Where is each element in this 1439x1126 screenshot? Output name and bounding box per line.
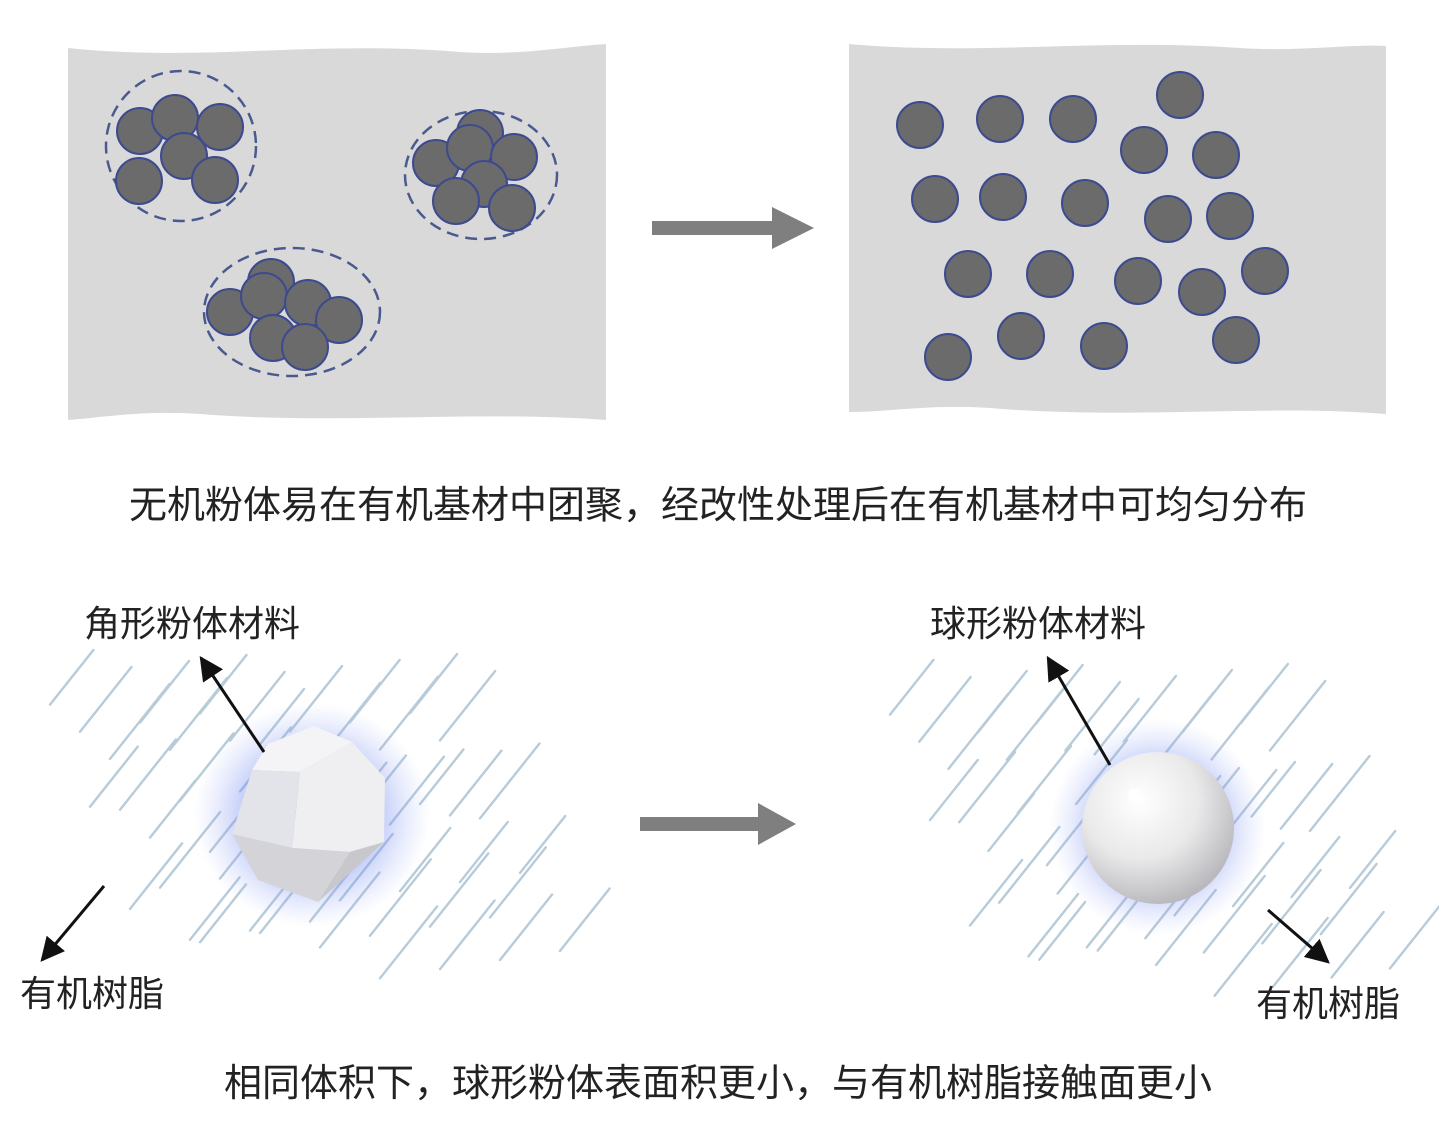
resin-hatch-line [438,669,497,742]
cluster-outline [202,246,382,378]
resin-hatch-line [1038,900,1087,961]
resin-hatch-line [1213,922,1273,997]
sphere-highlight [1128,789,1140,801]
resin-hatch-line [448,749,503,817]
dispersed-particle [1080,322,1128,370]
clustered-particle [315,296,363,344]
clustered-particle [191,156,239,204]
dispersed-particle [1061,179,1109,227]
clustered-particle [115,157,163,205]
resin-hatch-line [428,852,490,928]
dispersed-particle [976,95,1024,143]
dispersed-particle [1241,247,1289,295]
resin-hatch-line [78,665,133,733]
agglomerate-clusters [104,69,559,378]
resin-hatch-line [1268,679,1327,752]
resin-hatch-line [1181,668,1234,734]
resin-hatch-line [498,893,554,962]
angular-label-pointer [199,656,266,753]
resin-hatch-line [378,905,439,980]
resin-hatch-line [1239,662,1290,725]
resin-hatch-line [88,745,139,808]
resin-hatch-line [398,826,452,893]
right-resin-pointer [1267,908,1330,964]
dispersed-particle [997,312,1045,360]
resin-hatch-line [976,669,1028,734]
resin-hatch-line [368,858,432,937]
dispersed-particle [911,175,959,223]
cluster-outline [104,69,258,223]
resin-hatch-line [1261,868,1322,945]
resin-hatch-line [1388,904,1439,970]
spherical-particle [1082,752,1234,904]
dispersed-particle [896,101,944,149]
resin-hatch-line [458,820,509,884]
resin-hatch-line [1319,862,1378,936]
left-resin-label: 有机树脂 [20,974,164,1015]
resin-hatch-line [1231,841,1285,908]
resin-hatch-line [958,750,1017,824]
resin-hatch-line [968,858,1024,927]
resin-hatch-line [918,675,972,743]
dispersed-particle [1178,268,1226,316]
dispersed-particle [1212,316,1260,364]
resin-hatch-line [118,738,178,811]
resin-hatch-line [408,652,459,715]
spherical-label-pointer [1046,655,1112,766]
resin-hatch-line [1064,680,1122,752]
matrix-panel-dispersed [849,44,1386,414]
transform-arrow-top [652,207,814,249]
resin-hatch-line [1027,892,1080,958]
clustered-particle [240,272,288,320]
resin-hatch-line [1330,910,1385,979]
resin-hatch-line [1308,754,1371,833]
resin-hatch-line [558,887,611,953]
spherical-particle-label: 球形粉体材料 [930,604,1146,645]
resin-hatch-line [998,825,1061,904]
top-caption: 无机粉体易在有机基材中团聚，经改性处理后在有机基材中可均匀分布 [129,483,1307,527]
resin-hatch-line [138,659,191,724]
clustered-particle [432,177,480,225]
resin-hatch-line [518,814,567,875]
resin-hatch-line [1290,835,1341,899]
resin-hatch-line [128,842,184,911]
dispersed-particle [944,250,992,298]
clustered-particle [281,323,329,371]
dispersed-particle [979,173,1027,221]
left-resin-pointer [40,885,106,962]
right-resin-label: 有机树脂 [1256,984,1400,1025]
resin-hatch-line [48,648,95,706]
resin-hatch-line [1034,663,1084,725]
clustered-particle [196,103,244,151]
resin-hatch-line [1271,916,1329,988]
resin-hatch-line [438,899,496,971]
dispersed-particle [1156,71,1204,119]
dispersed-particle [1120,126,1168,174]
dispersed-particle [1144,195,1192,243]
clustered-particle [490,133,538,181]
resin-hatch-line [1279,762,1334,830]
resin-hatch-line [1016,744,1073,815]
resin-hatch-line [1202,874,1266,954]
dispersed-particle [1049,95,1097,143]
resin-hatch-line [488,846,547,919]
dispersed-particle [1114,257,1162,305]
resin-hatch-line [198,653,248,715]
resin-hatch-line [478,742,541,820]
dispersed-particle [1192,131,1240,179]
dispersed-particle [1206,192,1254,240]
dispersed-particles [896,71,1289,381]
angular-particle [232,726,385,902]
resin-hatch-line [1348,829,1397,890]
bottom-caption: 相同体积下，球形粉体表面积更小，与有机树脂接触面更小 [224,1061,1212,1105]
dispersed-particle [1026,250,1074,298]
resin-hatch-line [888,658,935,716]
angular-particle-label: 角形粉体材料 [84,604,300,645]
matrix-panel-agglomerated [68,44,606,420]
clustered-particle [488,184,536,232]
dispersed-particle [924,333,972,381]
transform-arrow-bottom [640,803,796,845]
resin-hatch-line [928,758,979,822]
